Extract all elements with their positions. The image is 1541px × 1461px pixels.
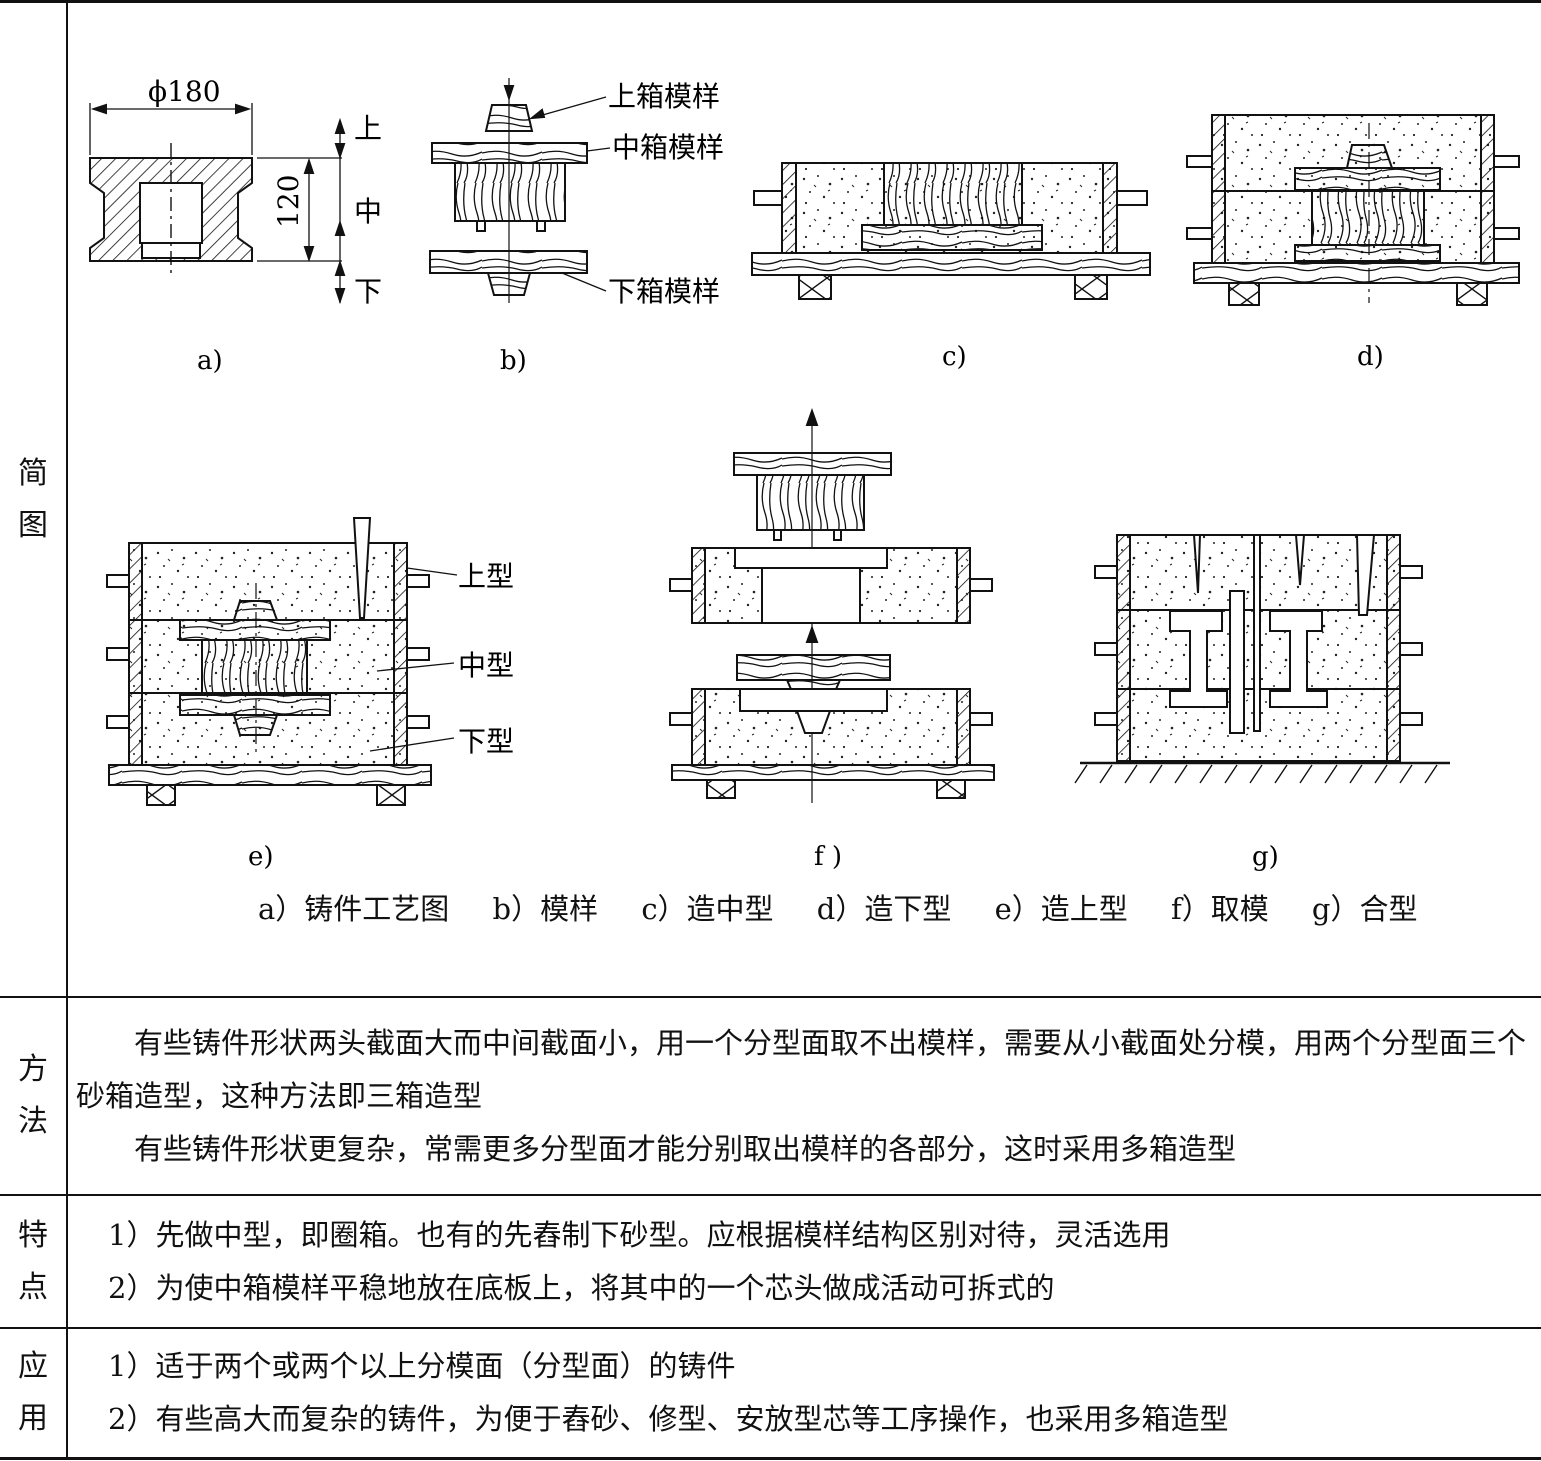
caption-item: g）合型	[1311, 892, 1418, 926]
features-item: 1）先做中型，即圈箱。也有的先舂制下砂型。应根据模样结构区别对待，灵活选用	[108, 1217, 1171, 1252]
sub-label-d: d)	[1357, 342, 1384, 372]
caption-item: c）造中型	[641, 892, 774, 926]
diagram-a	[89, 103, 346, 305]
diagram-f	[669, 408, 995, 803]
dim-height: 120	[272, 175, 305, 228]
features-cell: 1）先做中型，即圈箱。也有的先舂制下砂型。应根据模样结构区别对待，灵活选用 2）…	[67, 1195, 1541, 1329]
pattern-top-label: 上箱模样	[608, 80, 720, 113]
features-row-label: 特 点	[0, 1195, 68, 1329]
features-row: 特 点 1）先做中型，即圈箱。也有的先舂制下砂型。应根据模样结构区别对待，灵活选…	[0, 1195, 1541, 1329]
sub-label-a: a)	[197, 346, 223, 376]
pattern-bottom-label: 下箱模样	[608, 275, 720, 308]
process-diagrams: ϕ180 120 上 中 下	[89, 75, 1520, 872]
figure-caption: a）铸件工艺图 b）模样 c）造中型 d）造下型 e）造上型 f）取模 g）合型	[258, 883, 1452, 936]
sub-label-g: g)	[1252, 842, 1279, 872]
diagram-row: 简 图	[0, 0, 1541, 998]
diagram-g	[1074, 534, 1450, 784]
caption-item: a）铸件工艺图	[258, 892, 450, 926]
caption-item: e）造上型	[994, 892, 1128, 926]
dim-diameter: ϕ180	[148, 75, 221, 108]
method-row-label: 方 法	[0, 997, 68, 1196]
diagram-e	[106, 517, 458, 806]
diagram-row-label: 简 图	[0, 0, 68, 998]
application-item: 1）适于两个或两个以上分模面（分型面）的铸件	[108, 1348, 736, 1383]
application-row: 应 用 1）适于两个或两个以上分模面（分型面）的铸件 2）有些高大而复杂的铸件，…	[0, 1328, 1541, 1460]
application-item: 2）有些高大而复杂的铸件，为便于舂砂、修型、安放型芯等工序操作，也采用多箱造型	[108, 1401, 1229, 1436]
mold-bottom-label: 下型	[458, 725, 514, 758]
diagram-b	[429, 78, 611, 303]
method-paragraph: 有些铸件形状两头截面大而中间截面小，用一个分型面取不出模样，需要从小截面处分模，…	[76, 1025, 1527, 1113]
caption-item: d）造下型	[816, 892, 952, 926]
diagram-d	[1186, 114, 1520, 306]
sub-label-b: b)	[500, 346, 527, 376]
figure: ϕ180 120 上 中 下	[68, 3, 1541, 996]
diagram-cell: ϕ180 120 上 中 下	[67, 0, 1541, 998]
mold-mid-label: 中型	[458, 649, 514, 682]
method-paragraph: 有些铸件形状更复杂，常需更多分型面才能分别取出模样的各部分，这时采用多箱造型	[134, 1131, 1237, 1166]
caption-item: b）模样	[492, 892, 599, 926]
application-row-label: 应 用	[0, 1328, 68, 1460]
sub-label-f: f )	[814, 842, 842, 872]
pattern-mid-label: 中箱模样	[612, 131, 724, 164]
features-item: 2）为使中箱模样平稳地放在底板上，将其中的一个芯头做成活动可拆式的	[108, 1270, 1055, 1305]
level-bottom-label: 下	[354, 275, 382, 308]
sub-label-e: e)	[248, 842, 274, 872]
diagram-c	[751, 162, 1151, 300]
method-row: 方 法 有些铸件形状两头截面大而中间截面小，用一个分型面取不出模样，需要从小截面…	[0, 997, 1541, 1196]
method-cell: 有些铸件形状两头截面大而中间截面小，用一个分型面取不出模样，需要从小截面处分模，…	[67, 997, 1541, 1196]
mold-top-label: 上型	[458, 560, 514, 593]
application-cell: 1）适于两个或两个以上分模面（分型面）的铸件 2）有些高大而复杂的铸件，为便于舂…	[67, 1328, 1541, 1460]
level-top-label: 上	[354, 112, 382, 145]
sub-label-c: c)	[942, 342, 967, 372]
caption-item: f）取模	[1170, 892, 1269, 926]
level-mid-label: 中	[354, 195, 382, 228]
